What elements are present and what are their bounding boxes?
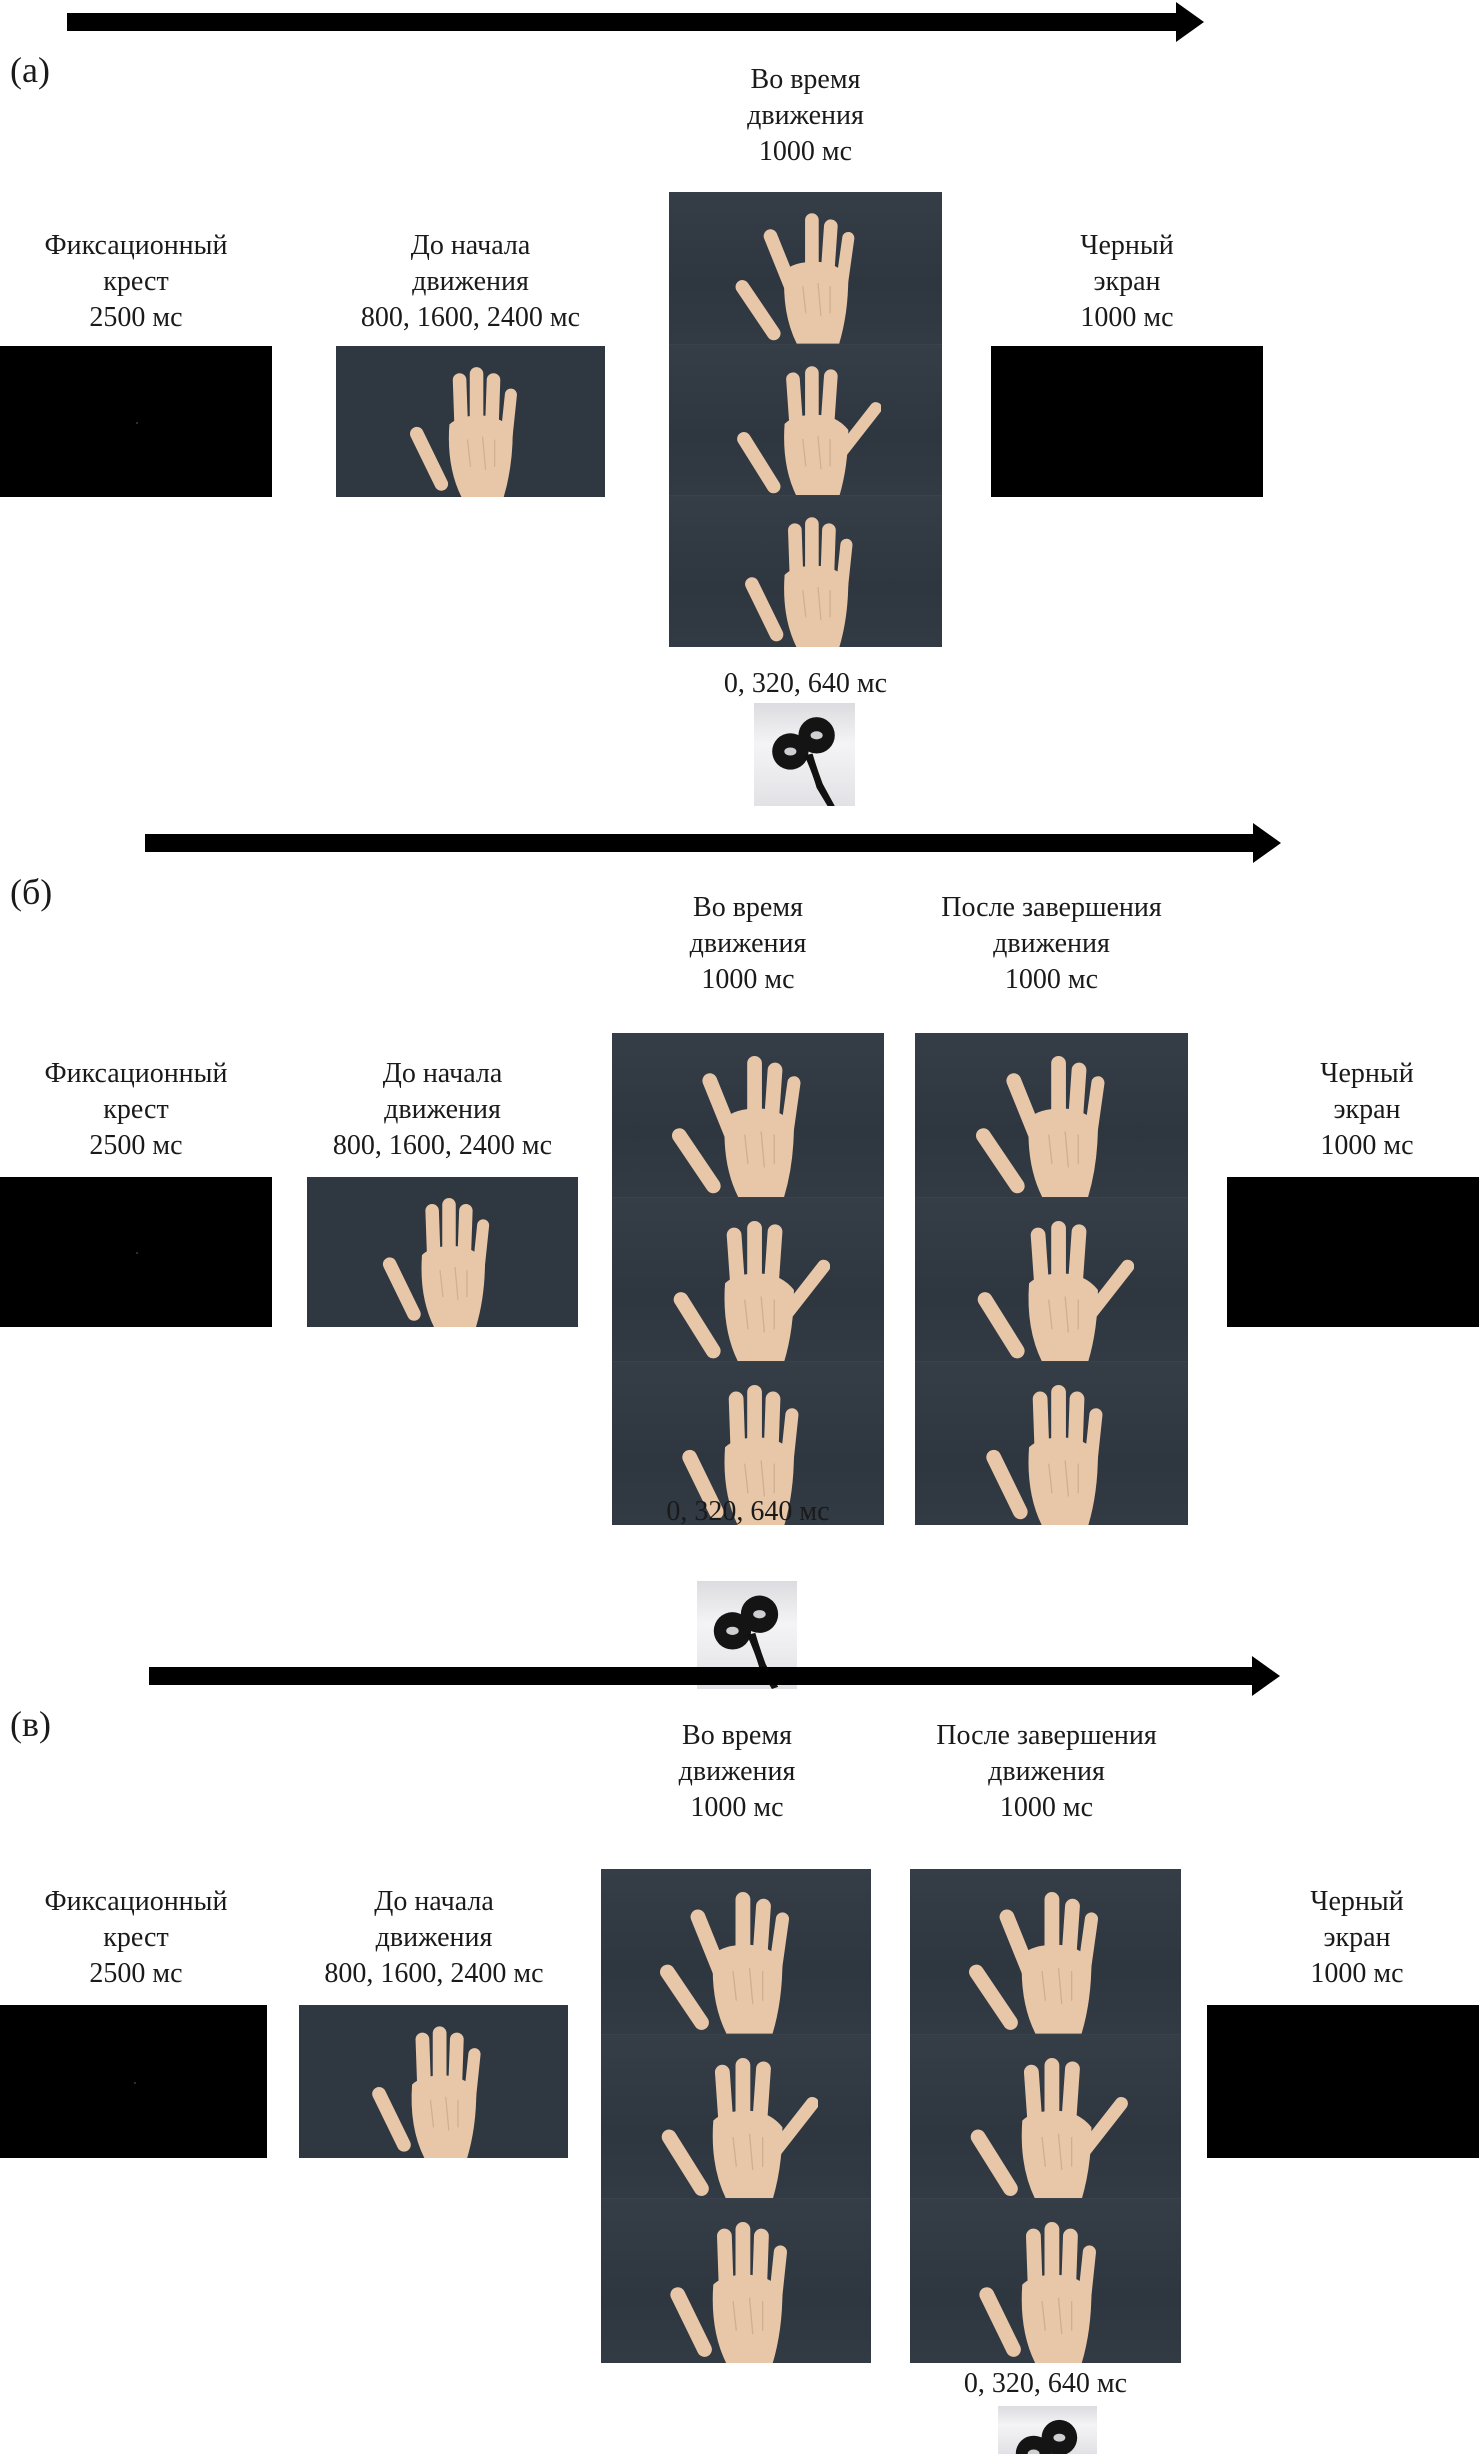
hand-icon xyxy=(970,1198,1134,1362)
hand-icon xyxy=(395,346,546,497)
tms-timing-c: 0, 320, 640 мс xyxy=(963,2368,1128,2399)
movement-frame-3 xyxy=(612,1361,884,1525)
timeline-arrow-a xyxy=(67,2,1204,42)
panel-label-a: (а) xyxy=(10,50,50,90)
tms-timing-b: 0, 320, 640 мс xyxy=(666,1496,830,1527)
arrow-head-icon xyxy=(1253,823,1281,863)
panel-label-c: (в) xyxy=(10,1704,51,1744)
after-movement-frames-b xyxy=(915,1033,1188,1525)
hand-icon xyxy=(730,345,882,497)
tms-coil-icon-c xyxy=(998,2406,1097,2454)
during-movement-frames-a xyxy=(669,192,942,647)
fixation-cross-icon xyxy=(136,1252,138,1254)
after-movement-frames-c xyxy=(910,1869,1181,2363)
hand-icon xyxy=(730,192,882,344)
movement-frame-1 xyxy=(669,192,942,344)
black-screen-b xyxy=(1227,1177,1479,1327)
tms-coil-icon-a xyxy=(754,703,855,806)
hand-icon xyxy=(963,2035,1128,2200)
movement-frame-1 xyxy=(910,1869,1181,2034)
black-screen-c xyxy=(1207,2005,1479,2158)
movement-frame-2 xyxy=(910,2033,1181,2200)
hand-icon xyxy=(730,496,882,647)
arrow-head-icon xyxy=(1252,1656,1280,1696)
hand-icon xyxy=(654,2199,819,2363)
movement-frame-2 xyxy=(669,343,942,497)
movement-frame-1 xyxy=(601,1869,871,2034)
hand-icon xyxy=(963,1869,1128,2034)
movement-frame-2 xyxy=(612,1197,884,1362)
during-movement-frames-b xyxy=(612,1033,884,1525)
hand-icon xyxy=(654,1869,819,2034)
fixation-cross-screen-a xyxy=(0,346,272,497)
timeline-arrow-b xyxy=(145,823,1281,863)
movement-frame-2 xyxy=(915,1197,1188,1362)
movement-frame-1 xyxy=(915,1033,1188,1197)
hand-icon xyxy=(654,2035,819,2200)
hand-icon xyxy=(666,1033,830,1197)
hand-icon xyxy=(357,2005,510,2158)
movement-frame-3 xyxy=(910,2198,1181,2363)
tms-timing-a: 0, 320, 640 мс xyxy=(723,668,888,699)
pre-movement-hand-photo-b xyxy=(307,1177,578,1327)
movement-frame-2 xyxy=(601,2033,871,2200)
fixation-cross-icon xyxy=(133,2081,136,2084)
hand-icon xyxy=(368,1177,518,1327)
hand-icon xyxy=(666,1362,830,1525)
pre-movement-hand-photo-c xyxy=(299,2005,568,2158)
fixation-cross-screen-b xyxy=(0,1177,272,1327)
pre-movement-hand-photo-a xyxy=(336,346,605,497)
movement-frame-1 xyxy=(612,1033,884,1197)
hand-icon xyxy=(970,1362,1134,1525)
movement-frame-3 xyxy=(601,2198,871,2363)
hand-icon xyxy=(963,2199,1128,2363)
timeline-arrow-c xyxy=(149,1656,1280,1696)
black-screen-a xyxy=(991,346,1263,497)
movement-frame-3 xyxy=(915,1361,1188,1525)
hand-icon xyxy=(970,1033,1134,1197)
hand-icon xyxy=(666,1198,830,1362)
fixation-cross-icon xyxy=(136,421,138,424)
panel-label-b: (б) xyxy=(10,872,53,912)
movement-frame-3 xyxy=(669,495,942,647)
fixation-cross-screen-c xyxy=(0,2005,267,2158)
arrow-head-icon xyxy=(1176,2,1204,42)
during-movement-frames-c xyxy=(601,1869,871,2363)
